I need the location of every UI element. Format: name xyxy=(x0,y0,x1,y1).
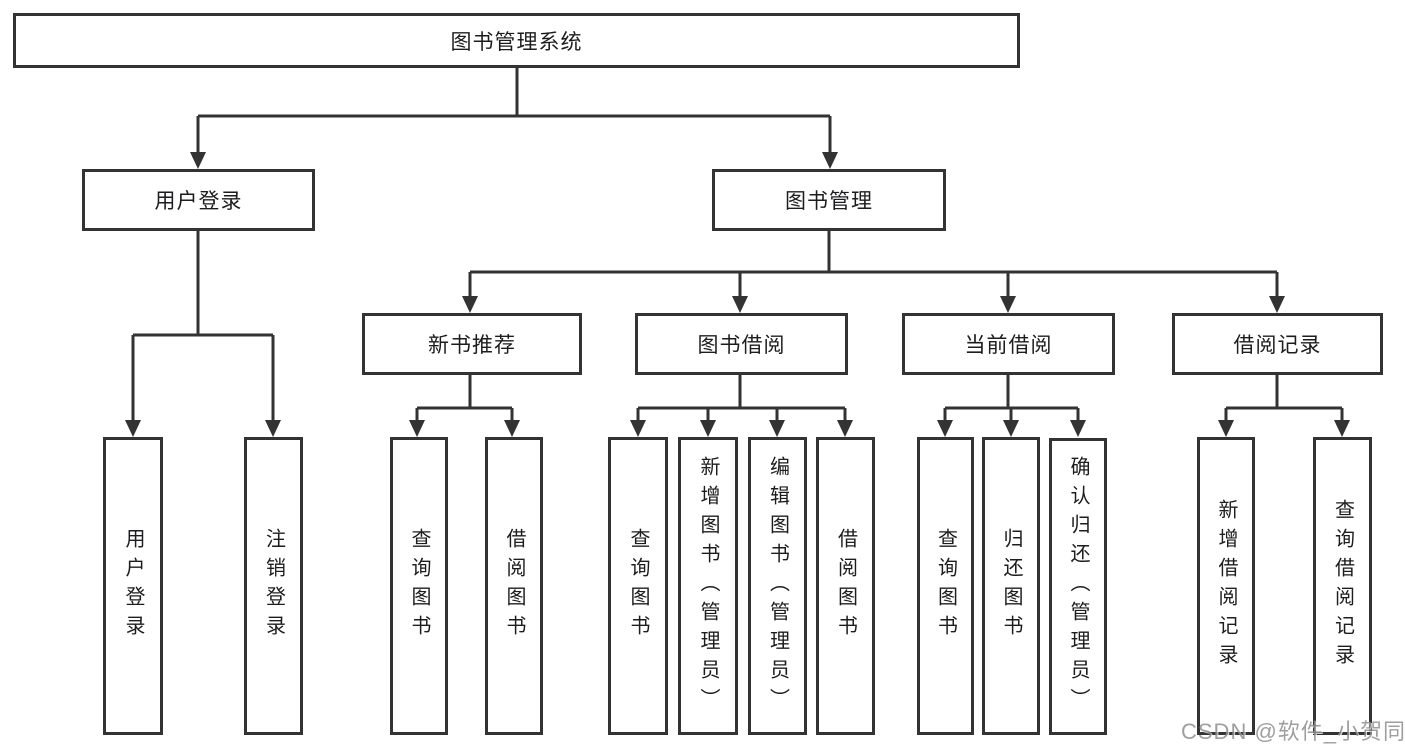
leaf-confirm-return-admin: 确认归还（管理员） xyxy=(1049,438,1107,735)
leaf-user-login: 用户登录 xyxy=(103,437,163,735)
leaf-query-books-1-label: 查询图书 xyxy=(408,528,430,644)
leaf-borrow-books-2-label: 借阅图书 xyxy=(834,528,857,644)
leaf-edit-books-admin-label: 编辑图书（管理员） xyxy=(766,455,789,717)
leaf-query-books-2: 查询图书 xyxy=(608,437,668,735)
leaf-borrow-books-1-label: 借阅图书 xyxy=(503,528,525,644)
leaf-return-books-label: 归还图书 xyxy=(1000,528,1022,644)
node-library-system: 图书管理系统 xyxy=(13,13,1020,68)
node-user-login: 用户登录 xyxy=(82,169,315,231)
node-library-system-label: 图书管理系统 xyxy=(450,30,583,54)
leaf-add-books-admin-label: 新增图书（管理员） xyxy=(697,455,719,717)
csdn-watermark: CSDN @软件_小贺同学 xyxy=(1181,719,1405,744)
leaf-query-books-3: 查询图书 xyxy=(917,437,974,735)
node-current-borrowing: 当前借阅 xyxy=(902,313,1115,375)
leaf-query-borrow-record-label: 查询借阅记录 xyxy=(1331,499,1354,673)
connector-segments xyxy=(131,68,1344,424)
leaf-logout-label: 注销登录 xyxy=(262,528,285,644)
leaf-query-books-3-label: 查询图书 xyxy=(934,528,957,644)
node-new-book-recommend: 新书推荐 xyxy=(362,313,582,375)
leaf-add-borrow-record-label: 新增借阅记录 xyxy=(1215,499,1237,673)
leaf-add-books-admin: 新增图书（管理员） xyxy=(678,437,738,735)
node-new-book-recommend-label: 新书推荐 xyxy=(428,334,516,357)
connector-arrowheads xyxy=(125,152,1350,437)
leaf-logout: 注销登录 xyxy=(244,437,303,735)
node-book-management: 图书管理 xyxy=(712,169,946,231)
leaf-add-borrow-record: 新增借阅记录 xyxy=(1197,437,1255,735)
leaf-borrow-books-1: 借阅图书 xyxy=(485,437,543,735)
leaf-query-borrow-record: 查询借阅记录 xyxy=(1313,437,1372,735)
leaf-query-books-1: 查询图书 xyxy=(390,437,448,735)
leaf-user-login-label: 用户登录 xyxy=(122,528,144,644)
leaf-return-books: 归还图书 xyxy=(982,437,1040,735)
leaf-confirm-return-admin-label: 确认归还（管理员） xyxy=(1067,456,1089,717)
leaf-query-books-2-label: 查询图书 xyxy=(627,528,649,644)
node-book-management-label: 图书管理 xyxy=(785,190,873,213)
leaf-borrow-books-2: 借阅图书 xyxy=(816,437,875,735)
leaf-edit-books-admin: 编辑图书（管理员） xyxy=(748,437,807,735)
node-current-borrowing-label: 当前借阅 xyxy=(964,334,1053,357)
node-user-login-label: 用户登录 xyxy=(154,190,243,213)
node-borrow-records: 借阅记录 xyxy=(1172,313,1383,375)
node-borrow-records-label: 借阅记录 xyxy=(1233,334,1322,357)
node-book-borrowing: 图书借阅 xyxy=(635,313,848,375)
node-book-borrowing-label: 图书借阅 xyxy=(697,334,786,357)
